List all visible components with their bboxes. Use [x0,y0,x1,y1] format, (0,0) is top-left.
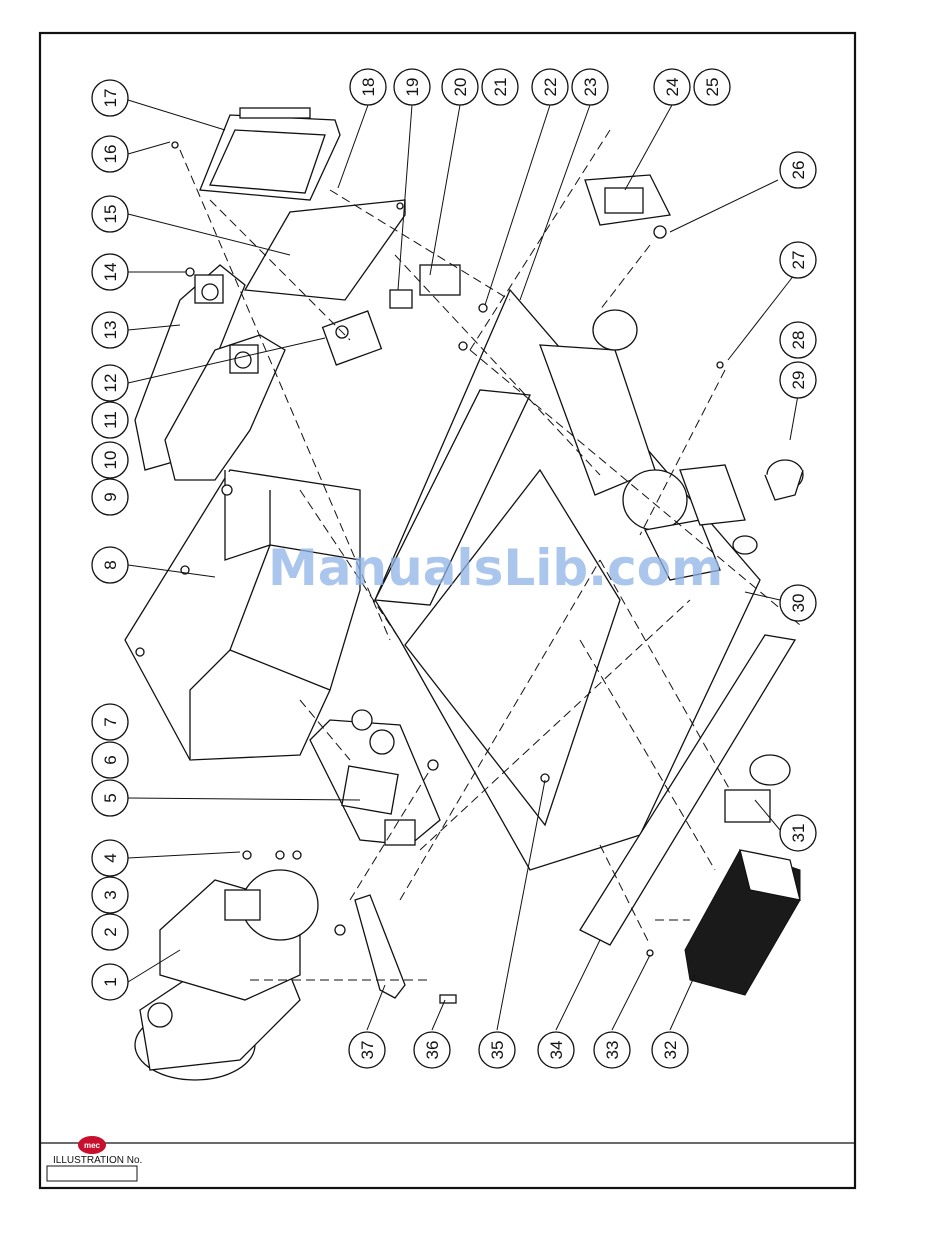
callout-number: 8 [101,560,120,569]
part-display-bezel [585,175,670,225]
callout-1: 1 [92,964,128,1000]
callout-number: 4 [101,853,120,862]
callout-11: 11 [92,402,128,438]
part-emergency-stop [725,755,790,822]
part-cable-chain [135,265,285,480]
callout-number: 1 [101,977,120,986]
callout-31: 31 [780,815,816,851]
callout-34: 34 [538,1032,574,1068]
watermark: ManualsLib.com [268,539,723,597]
callout-number: 22 [541,78,560,97]
callout-number: 3 [101,890,120,899]
callout-number: 32 [661,1041,680,1060]
callout-26: 26 [780,152,816,188]
callout-number: 27 [789,251,808,270]
part-contactor [323,311,382,365]
illustration-label: ILLUSTRATION No. [53,1155,142,1166]
callout-number: 20 [451,78,470,97]
callout-16: 16 [92,136,128,172]
callout-3: 3 [92,877,128,913]
callout-19: 19 [394,69,430,105]
callout-number: 7 [101,717,120,726]
callout-number: 15 [101,205,120,224]
callout-29: 29 [780,362,816,398]
callout-number: 5 [101,793,120,802]
callout-number: 31 [789,824,808,843]
callout-number: 16 [101,145,120,164]
callout-22: 22 [532,69,568,105]
callout-number: 19 [403,78,422,97]
callout-20: 20 [442,69,478,105]
callout-number: 11 [101,411,120,429]
callout-21: 21 [482,69,518,105]
callout-8: 8 [92,547,128,583]
callout-number: 6 [101,755,120,764]
callout-5: 5 [92,780,128,816]
callout-10: 10 [92,442,128,478]
part-charger [685,850,800,995]
callout-27: 27 [780,242,816,278]
callout-number: 23 [581,78,600,97]
callout-24: 24 [654,69,690,105]
callout-number: 28 [789,331,808,350]
callout-23: 23 [572,69,608,105]
callout-number: 25 [703,78,722,97]
callout-12: 12 [92,365,128,401]
callout-35: 35 [479,1032,515,1068]
callout-number: 36 [423,1041,442,1060]
callout-number: 17 [101,89,120,108]
logo-text: mec [84,1141,101,1150]
callout-33: 33 [594,1032,630,1068]
callout-number: 14 [101,263,120,282]
callout-37: 37 [349,1032,385,1068]
callout-number: 24 [663,78,682,97]
callout-number: 30 [789,594,808,613]
callout-number: 26 [789,161,808,180]
callout-number: 9 [101,492,120,501]
callout-number: 12 [101,374,120,393]
callout-9: 9 [92,479,128,515]
callout-4: 4 [92,840,128,876]
callout-number: 18 [359,78,378,97]
callout-2: 2 [92,914,128,950]
callout-number: 35 [488,1041,507,1060]
callout-18: 18 [350,69,386,105]
part-battery-box [125,470,360,760]
callout-number: 37 [358,1041,377,1060]
callout-14: 14 [92,254,128,290]
callout-number: 33 [603,1041,622,1060]
callout-number: 2 [101,927,120,936]
callout-17: 17 [92,80,128,116]
callout-28: 28 [780,322,816,358]
callout-number: 13 [101,321,120,340]
part-controller [200,108,340,200]
callout-36: 36 [414,1032,450,1068]
part-key-switch [765,460,803,500]
part-pump-motor [135,870,318,1080]
callout-7: 7 [92,704,128,740]
callout-15: 15 [92,196,128,232]
callout-13: 13 [92,312,128,348]
callout-number: 10 [101,451,120,470]
part-control-module [310,710,440,845]
illustration-number-box [47,1166,137,1181]
callout-number: 34 [547,1041,566,1060]
callout-32: 32 [652,1032,688,1068]
callout-number: 21 [491,78,510,97]
callout-number: 29 [789,371,808,390]
callout-30: 30 [780,585,816,621]
callout-25: 25 [694,69,730,105]
callout-6: 6 [92,742,128,778]
